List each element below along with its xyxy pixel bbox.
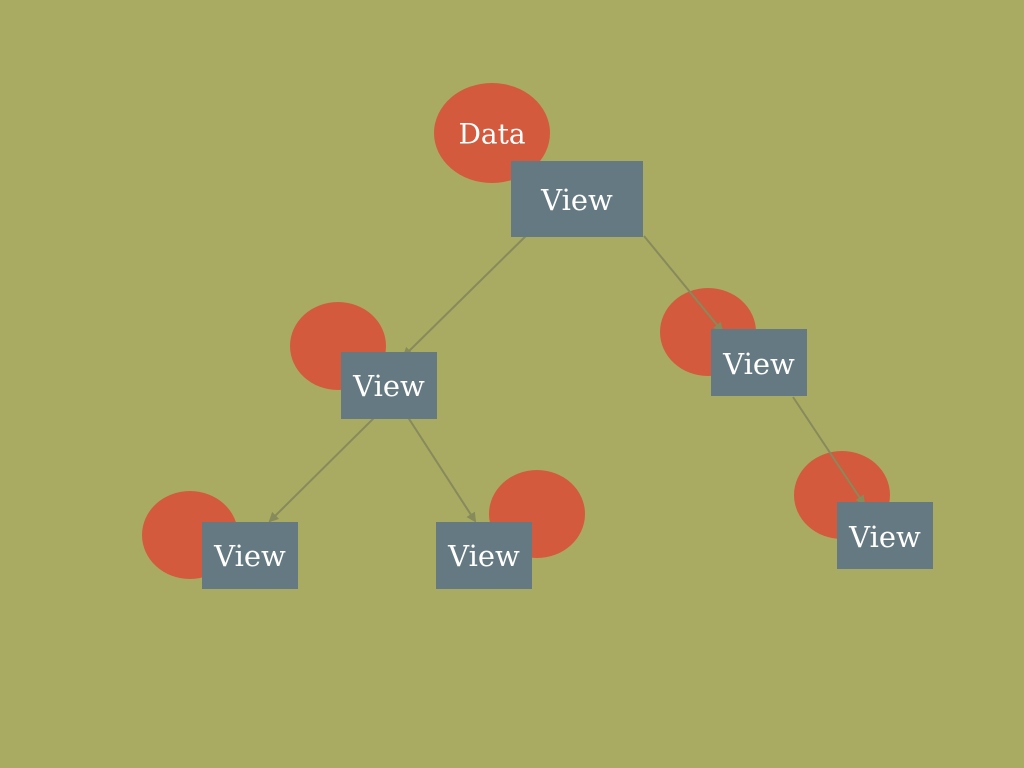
view-box bbox=[436, 522, 532, 589]
view-box bbox=[341, 352, 437, 419]
data-blob-root bbox=[434, 83, 550, 183]
edge-root-right bbox=[643, 235, 724, 333]
view-label: View bbox=[848, 520, 921, 554]
view-node-left-left[interactable]: View bbox=[202, 522, 298, 589]
view-box bbox=[202, 522, 298, 589]
view-node-right-child[interactable]: View bbox=[837, 502, 933, 569]
view-box bbox=[711, 329, 807, 396]
edge-left-left-left bbox=[268, 407, 385, 523]
edge-left-left-right bbox=[401, 407, 477, 523]
view-label: View bbox=[213, 539, 286, 573]
view-label: View bbox=[447, 539, 520, 573]
view-node-right[interactable]: View bbox=[711, 329, 807, 396]
view-node-left-right[interactable]: View bbox=[436, 522, 532, 589]
view-box bbox=[837, 502, 933, 569]
edge-right-right-child bbox=[792, 396, 866, 506]
view-node-left[interactable]: View bbox=[341, 352, 437, 419]
view-node-root[interactable]: View bbox=[511, 161, 643, 237]
edges bbox=[268, 223, 866, 523]
view-label: View bbox=[352, 369, 425, 403]
view-label: View bbox=[722, 347, 795, 381]
data-label: Data bbox=[458, 118, 525, 151]
view-label: View bbox=[540, 183, 613, 217]
edge-root-left bbox=[402, 223, 539, 358]
view-box bbox=[511, 161, 643, 237]
